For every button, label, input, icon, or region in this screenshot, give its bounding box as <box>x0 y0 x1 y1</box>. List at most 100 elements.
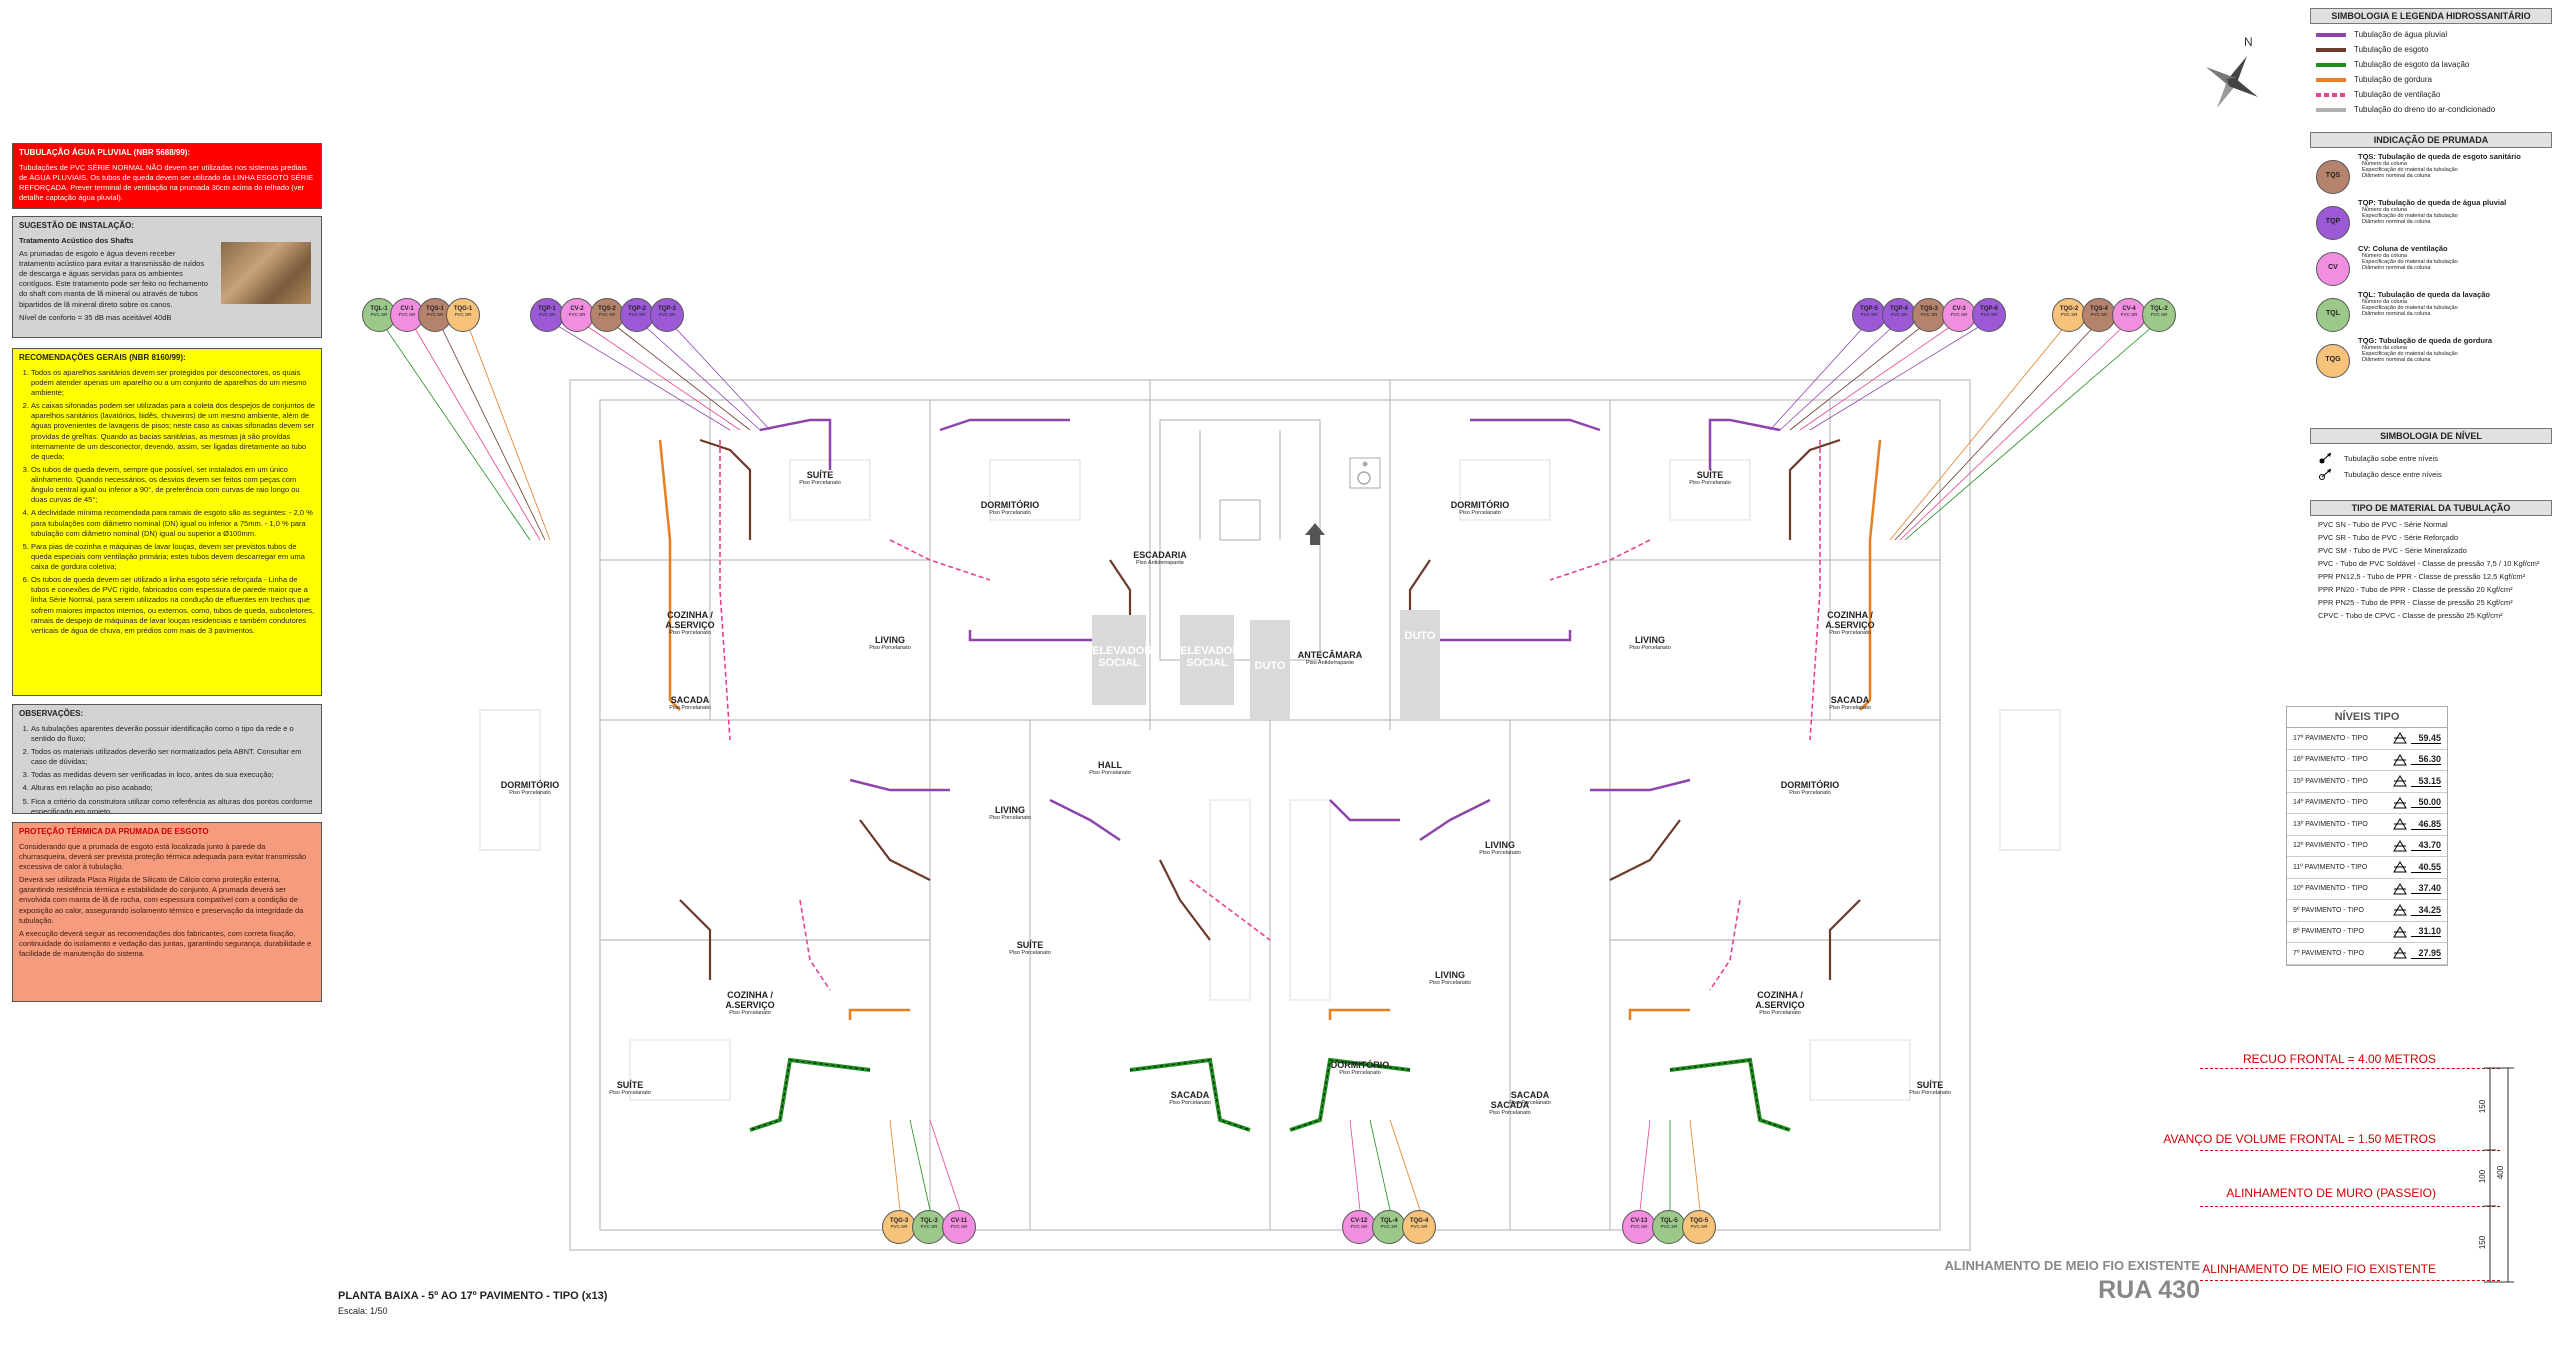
elevator-1: ELEVADOR SOCIAL <box>1092 615 1152 705</box>
prumada-sub-label: Número da coluna <box>2362 253 2407 259</box>
hidro-legend: SIMBOLOGIA E LEGENDA HIDROSSANITÁRIO Tub… <box>2310 8 2552 120</box>
room-floor: Piso Porcelanato <box>1479 850 1521 856</box>
column-spec: PVC SR <box>1890 311 1908 317</box>
column-spec: PVC SR <box>920 1223 938 1229</box>
column-spec: PVC SR <box>454 311 472 317</box>
room-name: SACADA <box>1490 1100 1530 1110</box>
dim-150a: 150 <box>2478 1099 2488 1114</box>
column-spec: PVC SR <box>2060 311 2078 317</box>
sugestao-note: Nível de conforto = 35 dB mas aceitável … <box>19 312 172 322</box>
level-marker-icon <box>2393 882 2407 895</box>
muro-line <box>2200 1206 2500 1208</box>
column-code: TQG-2 <box>2059 306 2079 312</box>
recuo-label: RECUO FRONTAL = 4.00 METROS <box>2242 1052 2436 1066</box>
descent-arrow-icon <box>1305 523 1325 545</box>
observacoes-list: As tubulações aparentes deverão possuir … <box>19 724 315 813</box>
prumada-label: TQP: Tubulação de queda de água pluvial <box>2358 198 2507 207</box>
dim-100: 100 <box>2478 1169 2488 1184</box>
column-spec: PVC SR <box>2150 311 2168 317</box>
tqs-symbol-icon: TQS <box>2316 160 2350 194</box>
material-item: PVC SN - Tubo de PVC - Série Normal <box>2318 520 2448 529</box>
pluvial-warning-box: TUBULAÇÃO ÁGUA PLUVIAL (NBR 5688/99): Tu… <box>12 143 322 209</box>
observacao-item: Todos os materiais utilizados deverão se… <box>31 747 315 767</box>
pluvial-text: Tubulações de PVC SÉRIE NORMAL NÃO devem… <box>19 162 314 203</box>
room-floor: Piso Porcelanato <box>1689 480 1731 486</box>
room-floor: Piso Porcelanato <box>1089 770 1131 776</box>
column-spec: PVC SR <box>426 311 444 317</box>
prumada-sub-label: Especificação do material da tubulação <box>2362 305 2458 311</box>
room-floor: Piso Antiderrapante <box>1135 560 1184 566</box>
prumada-label: TQS: Tubulação de queda de esgoto sanitá… <box>2358 152 2521 161</box>
nivel-value: 53.15 <box>2411 776 2441 787</box>
room-floor: Piso Porcelanato <box>1909 1090 1951 1096</box>
shaft-photo <box>221 241 311 304</box>
prumada-sub-label: Especificação do material da tubulação <box>2362 167 2458 173</box>
room-name: SUÍTE <box>1696 470 1724 480</box>
tqg-symbol-icon: TQG <box>2316 344 2350 378</box>
nivel-value: 40.55 <box>2411 862 2441 873</box>
column-code: TQL-4 <box>1380 1218 1398 1224</box>
nivel-up-row: Tubulação sobe entre níveis <box>2318 450 2544 466</box>
prumada-sub-label: Número da coluna <box>2362 345 2407 351</box>
column-code: TQL-2 <box>2150 306 2168 312</box>
prumada-sub-label: Número da coluna <box>2362 299 2407 305</box>
column-code: TQP-3 <box>658 306 676 312</box>
room-floor: Piso Porcelanato <box>609 1090 651 1096</box>
recomendacoes-title: RECOMENDAÇÕES GERAIS (NBR 8160/99): <box>19 353 186 362</box>
column-spec: PVC SR <box>658 311 676 317</box>
room-floor: Piso Porcelanato <box>799 480 841 486</box>
room-floor: Piso Porcelanato <box>669 630 711 636</box>
level-marker-icon <box>2393 925 2407 938</box>
material-item: PVC SM - Tubo de PVC - Série Mineralizad… <box>2318 546 2467 555</box>
prumada-label: TQG: Tubulação de queda de gordura <box>2358 336 2493 345</box>
observacao-item: Todas as medidas devem ser verificadas i… <box>31 770 315 780</box>
nivel-label: 13º PAVIMENTO - TIPO <box>2293 820 2368 828</box>
duct-2: DUTO <box>1400 610 1440 720</box>
svg-text:N: N <box>2244 35 2253 49</box>
level-marker-icon <box>2393 904 2407 916</box>
column-spec: PVC SR <box>398 311 416 317</box>
column-code: TQP-1 <box>538 306 556 312</box>
room-floor: Piso Porcelanato <box>1489 1110 1531 1116</box>
room-floor: Piso Porcelanato <box>1169 1100 1211 1106</box>
protecao-para: Considerando que a prumada de esgoto est… <box>19 841 307 872</box>
column-code: CV-1 <box>400 306 414 312</box>
column-spec: PVC SR <box>2120 311 2138 317</box>
dim-150b: 150 <box>2478 1235 2488 1250</box>
room-name: DORMITÓRIO <box>1780 780 1840 790</box>
column-code: CV-11 <box>950 1218 968 1224</box>
tqp-symbol-icon: TQP <box>2316 206 2350 240</box>
street-name: RUA 430 <box>2098 1276 2200 1304</box>
plan-scale: Escala: 1/50 <box>338 1306 388 1316</box>
prumada-item: TQP TQP: Tubulação de queda de água pluvi… <box>2316 198 2546 244</box>
column-spec: PVC SR <box>538 311 556 317</box>
prumada-sub-label: Diâmetro nominal da coluna <box>2362 311 2431 317</box>
prumada-sub-label: Número da coluna <box>2362 161 2407 167</box>
room-name: SACADA <box>670 695 710 705</box>
